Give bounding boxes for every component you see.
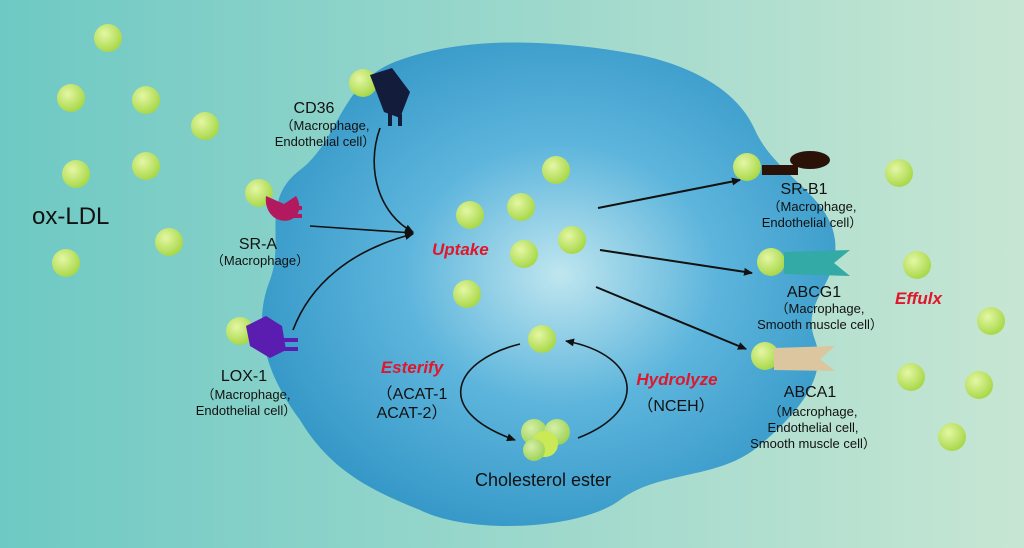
arrow-to-abcg1 [599, 249, 753, 276]
cd36-leg [388, 112, 392, 126]
abca1-shape [774, 346, 835, 371]
hydrolyze-label: Hydrolyze [636, 370, 717, 389]
ldl-particle [938, 423, 966, 451]
ldl-particle [132, 86, 160, 114]
abca1-cells-line2: Endothelial cell, [767, 420, 858, 435]
ldl-particle [191, 112, 219, 140]
esterify-label: Esterify [381, 358, 445, 377]
srb1-name: SR-B1 [780, 181, 827, 198]
abcg1-name: ABCG1 [787, 284, 841, 301]
uptake-arrows [292, 127, 414, 331]
ldl-particle [885, 159, 913, 187]
srb1-head [790, 151, 830, 169]
ldl-particle [132, 152, 160, 180]
srb1-cells-line2: Endothelial cell） [762, 215, 862, 230]
lox1-shape [246, 316, 286, 358]
ester-cycle-arrows [459, 338, 628, 442]
lox1-cells-line2: Endothelial cell） [196, 403, 296, 418]
ldl-particle [62, 160, 90, 188]
cd36-shape [370, 68, 410, 118]
ldl-particle [52, 249, 80, 277]
ldl-bound-abca1 [751, 342, 779, 370]
lox1-leg [284, 338, 298, 342]
ldl-particle [903, 251, 931, 279]
sra-cells-line1: （Macrophage） [211, 253, 309, 268]
sra-name: SR-A [239, 236, 278, 253]
cd36-cells-line1: （Macrophage, [281, 118, 370, 133]
cholesterol-ester-label: Cholesterol ester [475, 470, 611, 490]
ldl-particle [510, 240, 538, 268]
lox1-receptor [226, 316, 298, 358]
cd36-name: CD36 [294, 100, 335, 117]
srb1-cells-line1: （Macrophage, [768, 199, 857, 214]
arrow-esterify [459, 343, 521, 442]
ldl-particle [94, 24, 122, 52]
abca1-name: ABCA1 [784, 384, 837, 401]
ldl-bound-lox1 [226, 317, 254, 345]
ldl-particle [57, 84, 85, 112]
esterify-enzyme-line1: （ACAT-1 [377, 385, 448, 403]
arrow-sra-uptake [309, 225, 414, 237]
abcg1-receptor [757, 248, 850, 276]
cd36-leg [398, 114, 402, 126]
lox1-leg [284, 347, 298, 351]
arrow-to-srb1 [597, 177, 741, 209]
cd36-cells-line2: Endothelial cell） [275, 134, 375, 149]
cd36-receptor [349, 68, 410, 126]
cell-body [261, 42, 836, 527]
arrow-cd36-uptake [373, 127, 414, 233]
ester-particle [523, 439, 545, 461]
ldl-particles-outside [52, 24, 1005, 451]
lox1-name: LOX-1 [221, 368, 267, 385]
sra-leg [290, 214, 302, 218]
cholesterol-ester-cluster [521, 419, 570, 461]
ldl-particle [558, 226, 586, 254]
srb1-receptor [733, 151, 830, 181]
ldl-particle [977, 307, 1005, 335]
ldl-particle [507, 193, 535, 221]
ldl-particle [965, 371, 993, 399]
ldl-bound-srb1 [733, 153, 761, 181]
ldl-particle [155, 228, 183, 256]
ldl-particle [456, 201, 484, 229]
srb1-stem [762, 165, 798, 175]
sra-receptor [245, 179, 302, 221]
arrow-hydrolyze [565, 338, 628, 439]
hydrolyze-enzyme: （NCEH） [637, 397, 714, 415]
lox1-cells-line1: （Macrophage, [202, 387, 291, 402]
efflux-arrows [595, 177, 753, 350]
abcg1-shape [784, 250, 850, 276]
ldl-particle [528, 325, 556, 353]
uptake-label: Uptake [432, 240, 489, 259]
abca1-cells-line1: （Macrophage, [769, 404, 858, 419]
abca1-cells-line3: Smooth muscle cell） [750, 436, 876, 451]
ldl-particle [453, 280, 481, 308]
ldl-bound-cd36 [349, 69, 377, 97]
ldl-particle [542, 156, 570, 184]
abca1-receptor [751, 342, 835, 371]
abcg1-cells-line2: Smooth muscle cell） [757, 317, 883, 332]
ldl-particle [897, 363, 925, 391]
ldl-particles-inside [453, 156, 586, 353]
arrow-lox1-uptake [292, 232, 414, 331]
abcg1-cells-line1: （Macrophage, [776, 301, 865, 316]
ox-ldl-label: ox-LDL [32, 203, 109, 230]
sra-leg [290, 206, 302, 210]
ldl-bound-abcg1 [757, 248, 785, 276]
efflux-label: Effulx [895, 289, 943, 308]
esterify-enzyme-line2: ACAT-2） [377, 404, 448, 422]
arrow-to-abca1 [595, 286, 747, 350]
